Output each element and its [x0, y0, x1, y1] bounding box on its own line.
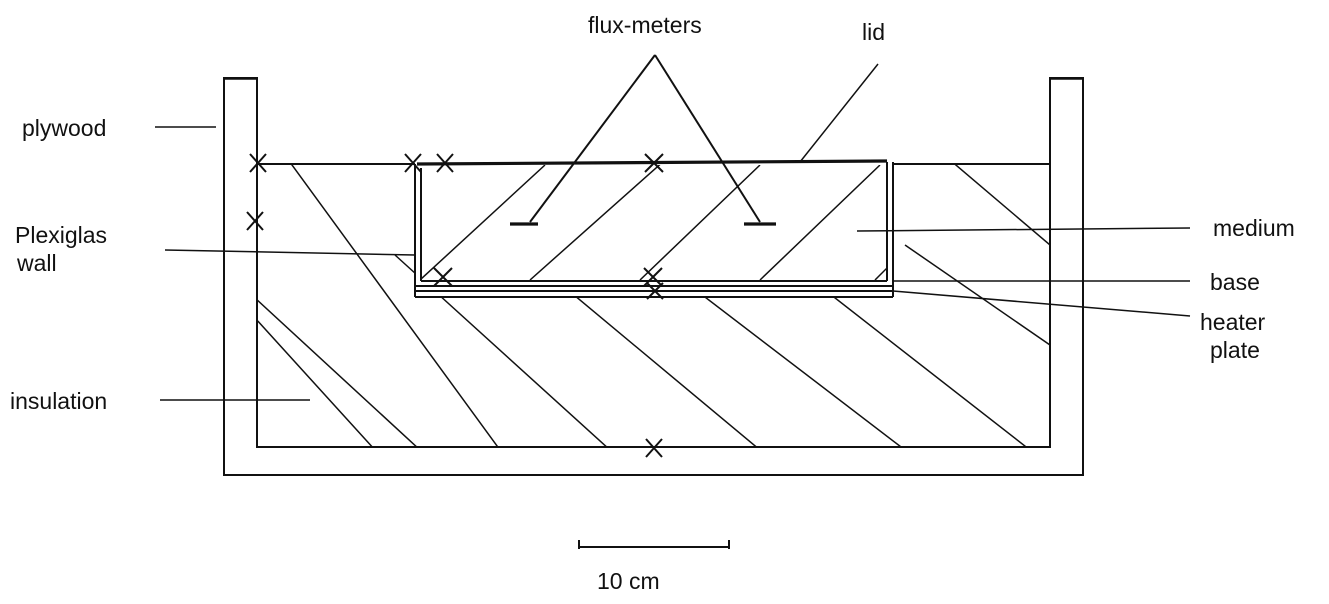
plywood-box	[223, 77, 1084, 476]
label-lid: lid	[862, 19, 885, 45]
leader-lines	[155, 63, 1191, 401]
label-heater-line1: heater	[1200, 309, 1266, 335]
lid	[416, 159, 888, 166]
label-heater-line2: plate	[1210, 337, 1260, 363]
thermocouple-markers	[246, 153, 664, 458]
plexiglas-wall	[414, 162, 894, 297]
label-heater-plate: heater plate	[1200, 309, 1272, 363]
label-medium: medium	[1213, 215, 1295, 241]
label-plexiglas-wall: Plexiglas wall	[15, 222, 113, 276]
base-plate	[415, 280, 893, 287]
label-insulation: insulation	[10, 388, 107, 414]
flux-meters	[510, 54, 776, 226]
label-plexiglas-line2: wall	[16, 250, 57, 276]
insulation-hatch	[258, 165, 1049, 447]
label-plywood: plywood	[22, 115, 106, 141]
scale-bar-label: 10 cm	[597, 568, 660, 594]
label-base: base	[1210, 269, 1260, 295]
label-flux-meters: flux-meters	[588, 12, 702, 38]
scale-bar	[578, 540, 730, 549]
medium-hatch	[421, 165, 887, 280]
label-plexiglas-line1: Plexiglas	[15, 222, 107, 248]
